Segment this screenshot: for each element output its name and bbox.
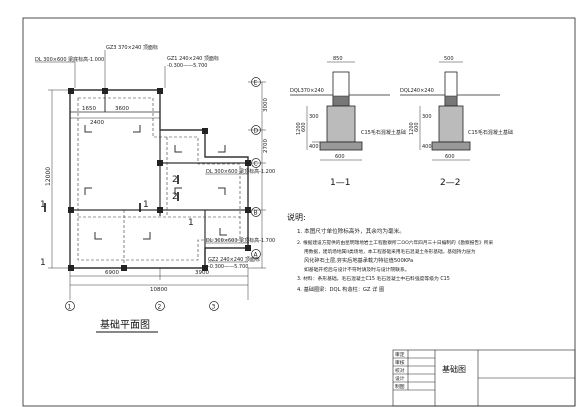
label-dl-bottom: DL 300×600 梁顶标高-1.700 — [206, 237, 275, 244]
section-1-ringbeam — [332, 95, 350, 107]
axis-e: E — [254, 80, 258, 87]
s11-300: 300 — [309, 114, 319, 120]
dim-3600: 3600 — [115, 106, 129, 112]
section-mark-1d: 1 — [188, 218, 194, 228]
s11-c15: C15毛石混凝土基础 — [361, 129, 406, 136]
tb-row-2: 校对 — [395, 367, 405, 374]
section-1-1 — [290, 61, 390, 161]
s11-850: 850 — [333, 56, 343, 62]
label-gz2: GZ2 240×240 顶面标 — [208, 256, 260, 263]
s11-title: 1—1 — [330, 178, 350, 188]
dim-2700: 2700 — [263, 139, 269, 153]
tb-row-3: 设计 — [395, 375, 405, 382]
sheet-frame — [22, 17, 576, 407]
note-2a: 2. 根据建设方提供的由昆明瑞地岩土工程勘察所二OO六年四月三十日编制的《勘察报… — [297, 239, 493, 246]
note-1: 1. 本图尺寸单位除标高外，其余均为毫米。 — [297, 227, 405, 235]
s22-500: 500 — [444, 56, 454, 62]
note-2b: 用数据，建筑场地属II类场地，本工程基础采用毛石混凝土条形基础，基础持力层为 — [304, 248, 476, 255]
s22-dql: DQL240×240 — [400, 88, 434, 94]
dim-3900: 3900 — [195, 270, 209, 276]
section-2-2 — [400, 61, 500, 161]
dim-2400: 2400 — [90, 120, 104, 126]
s22-300: 300 — [422, 114, 432, 120]
right-dim-line — [248, 81, 266, 269]
dim-3000: 3000 — [263, 98, 269, 112]
section-1-base — [319, 141, 363, 151]
section-mark-1c: 1 — [40, 258, 46, 268]
tb-drawing-name: 基础图 — [442, 364, 466, 374]
s22-bottom: 600 — [445, 154, 455, 160]
s11-bottom: 600 — [335, 154, 345, 160]
s22-600: 600 — [414, 122, 420, 132]
dim-10800: 10800 — [150, 287, 168, 293]
label-dl-right: DL 300×600 梁顶标高-1.200 — [206, 168, 275, 175]
s22-title: 2—2 — [440, 178, 460, 188]
axis-c: C — [254, 161, 258, 168]
dim-12000: 12000 — [45, 167, 52, 186]
column — [102, 88, 108, 94]
plan-inner-wall — [77, 97, 241, 261]
axis-3: 3 — [212, 304, 216, 311]
notes-heading: 说明: — [287, 212, 306, 222]
room-brackets — [84, 125, 227, 240]
note-3: 3. 材料：条形基础，毛石混凝土C15 毛石混凝土中石料强度等级为 C15 — [297, 275, 450, 282]
title-block — [392, 349, 576, 407]
column — [202, 128, 208, 134]
s11-dql: DQL370×240 — [290, 88, 324, 94]
bottom-dim-lines — [69, 268, 249, 300]
axis-1: 1 — [68, 304, 72, 311]
column — [157, 207, 163, 213]
column — [121, 265, 127, 271]
tb-row-0: 审定 — [395, 351, 405, 358]
s22-1200: 1200 — [409, 122, 415, 135]
axis-b: B — [254, 210, 258, 217]
plan-title: 基础平面图 — [100, 318, 150, 331]
axis-a: A — [254, 252, 259, 259]
section-mark-1-left: 1 — [40, 200, 46, 210]
section-2-base — [431, 141, 471, 151]
s11-1200: 1200 — [296, 122, 302, 135]
column — [68, 265, 74, 271]
dim-6900: 6900 — [105, 270, 119, 276]
column — [245, 245, 251, 251]
section-2-footing — [438, 105, 464, 143]
axis-d: D — [254, 128, 259, 135]
column — [68, 88, 74, 94]
inner-dim-lines — [70, 111, 160, 119]
note-2d: 如基础开挖后与设计不符时请及时与设计院联系。 — [304, 266, 410, 273]
tb-row-1: 审核 — [395, 359, 405, 366]
section-2-ringbeam — [444, 95, 458, 107]
dim-1650: 1650 — [82, 106, 96, 112]
column — [202, 265, 208, 271]
label-gz3: GZ3 370×240 顶面标 — [106, 44, 158, 51]
s22-400: 400 — [422, 144, 432, 150]
section-mark-2b: 2 — [172, 192, 178, 202]
label-gz1: GZ1 240×240 顶面标 — [167, 55, 219, 62]
label-dl-top: DL 300×600 梁底标高-1.000 — [35, 56, 104, 63]
left-dim-line — [48, 89, 70, 269]
note-4: 4. 基础圈梁：DQL 构造柱：GZ 详 图 — [297, 285, 384, 293]
label-leaders — [35, 50, 248, 263]
section-cut-marks — [44, 175, 179, 212]
s22-c15: C15毛石混凝土基础 — [468, 129, 513, 136]
section-mark-1-right: 1 — [143, 200, 149, 210]
s11-600: 600 — [301, 122, 307, 132]
column — [68, 207, 74, 213]
section-mark-2a: 2 — [172, 175, 178, 185]
column — [157, 88, 163, 94]
right-axis-bubbles — [251, 77, 261, 259]
s11-400: 400 — [309, 144, 319, 150]
note-2c: 风化碎石土层,夯实后地基承载力特征值500KPa — [304, 256, 413, 264]
label-gz2-elev: -0.300——5.700 — [208, 264, 248, 270]
bottom-axis-bubbles — [65, 301, 219, 311]
tb-row-4: 制图 — [395, 383, 405, 390]
axis-2: 2 — [158, 304, 162, 311]
section-1-footing — [326, 105, 356, 143]
column — [157, 160, 163, 166]
label-gz1-elev: -0.300——5.700 — [167, 63, 207, 69]
